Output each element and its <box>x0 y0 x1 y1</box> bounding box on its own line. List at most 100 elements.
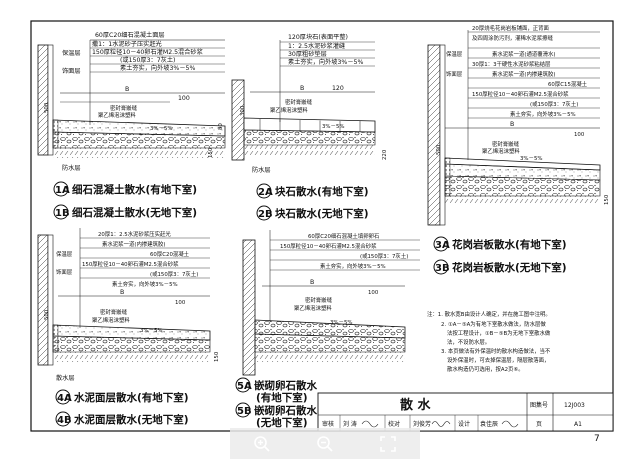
d3-layer-line: (或150厚3：7灰土) <box>530 100 578 108</box>
d2-layer-line: 120厚块石(表面平整) <box>288 33 348 41</box>
d3-layer-line: 60厚C15混凝土 <box>548 80 588 88</box>
note-line: 注：1. 散水宽B由设计人确定，并在施工图中注明。 <box>427 310 551 318</box>
caption-4b: 4B 水泥面层散水(无地下室) <box>55 411 189 427</box>
caption-text: 块石散水(无地下室) <box>275 207 369 220</box>
caption-4a: 4A 水泥面层散水(有地下室) <box>55 389 189 405</box>
d1-dim-500: 500 <box>44 102 50 113</box>
d5-seal-2: 聚乙烯泡沫塑料 <box>294 304 332 312</box>
caption-tag: 5B <box>237 406 252 417</box>
d4-dim-150: 150 <box>214 351 220 362</box>
d2-seal-2: 聚乙烯泡沫塑料 <box>270 106 308 114</box>
caption-text: 细石混凝土散水(无地下室) <box>72 206 197 219</box>
caption-5b: 5B 嵌砌卵石散水 (无地下室) <box>235 402 317 429</box>
caption-tag: 2B <box>258 209 273 220</box>
d2-dim-120: 120 <box>332 85 344 92</box>
d3-layer-line: 30厚1：3干硬性水泥砂浆粘结层 <box>472 60 551 68</box>
d4-layer-line: 20厚1：2.5水泥砂浆压实赶光 <box>98 230 171 238</box>
d5-layer-line: 150厚粒径10－40卵石灌M2.5混合砂浆 <box>280 242 377 250</box>
caption-tag: 4B <box>57 415 72 426</box>
d3-layer-line: 150厚粒径10－40卵石灌M2.5混合砂浆 <box>472 90 569 98</box>
d4-protect-label: 保温层 <box>56 250 73 258</box>
d3-finish-label: 饰面层 <box>446 70 463 78</box>
caption-1b: 1B 细石混凝土散水(无地下室) <box>53 204 197 220</box>
caption-text-sub: (有地下室) <box>256 391 308 404</box>
d2-layer-line: 30厚粗砂垫层 <box>288 50 327 58</box>
d3-layer-line: 素水泥浆一道(内掺建筑胶) <box>492 70 556 78</box>
d4-layer-line: 150厚粒径10－40卵石灌M2.5混合砂浆 <box>82 260 179 268</box>
d4-layer-line: 60厚C20混凝土 <box>150 250 190 258</box>
caption-text: 块石散水(有地下室) <box>275 185 369 198</box>
d3-dim-100: 100 <box>574 132 585 138</box>
atlas-label: 图集号 <box>530 401 548 409</box>
d2-dim-220: 220 <box>382 149 388 160</box>
check-signature <box>431 421 451 427</box>
caption-5a: 5A 嵌砌卵石散水 (有地下室) <box>235 377 317 404</box>
d1-protect-label: 保温层 <box>62 49 81 57</box>
d1-layer-line: 150厚粒径10－40卵石灌M2.5混合砂浆 <box>92 48 203 56</box>
note-line: 3. 本页做法有外保温时的散水构造做法，当不 <box>441 347 551 355</box>
d3-dim-b: B <box>510 121 514 128</box>
d3-layer-line: 素土夯实，向外坡3%－5% <box>510 110 576 118</box>
d1-dim-150: 150 <box>208 147 214 158</box>
atlas-number: 12J003 <box>564 402 585 409</box>
caption-tag: 5A <box>237 381 252 392</box>
caption-tag: 1B <box>55 208 70 219</box>
d1-seal-2: 聚乙烯泡沫塑料 <box>98 111 136 119</box>
d5-layer-line: 60厚C20细石混凝土填卵卵石 <box>308 232 380 240</box>
d4-base-label: 散水层 <box>56 374 75 382</box>
d1-seal-1: 密封膏嵌缝 <box>110 104 138 112</box>
d2-seal-1: 密封膏嵌缝 <box>285 98 313 106</box>
d4-dim-100: 100 <box>175 300 186 306</box>
caption-text: 花岗岩板散水(无地下室) <box>452 261 567 274</box>
d4-layer-line: (或150厚3：7灰土) <box>150 270 198 278</box>
d3-layer-line: 及四周涂防污剂，灌稀水泥浆擦缝 <box>472 34 553 42</box>
fullscreen-icon <box>380 435 397 452</box>
d3-layer-line: 素水泥浆一道(通道覆滑水) <box>492 50 556 58</box>
zoom-in-icon <box>253 435 270 452</box>
detail-4: 20厚1：2.5水泥砂浆压实赶光 素水泥浆一道(内掺建筑胶) 60厚C20混凝土… <box>37 228 220 382</box>
d1-waterproof-label: 防水层 <box>62 164 81 172</box>
d4-finish-label: 饰面层 <box>56 268 73 276</box>
check-name: 刘俊芳 <box>413 420 431 428</box>
zoom-in-button[interactable] <box>249 431 275 457</box>
notes: 注：1. 散水宽B由设计人确定，并在施工图中注明。 2. ①A－⑤A为有地下室散… <box>427 310 551 373</box>
caption-text: 水泥面层散水(无地下室) <box>73 413 189 426</box>
caption-text: 水泥面层散水(有地下室) <box>73 391 189 404</box>
zoom-out-button[interactable] <box>312 431 338 457</box>
review-label: 审核 <box>322 420 334 428</box>
d5-dim-b: B <box>310 279 314 286</box>
caption-tag: 3A <box>435 240 450 251</box>
d1-dim-b: B <box>125 86 129 93</box>
caption-text: 花岗岩板散水(有地下室) <box>452 238 567 251</box>
viewer-toolbar <box>230 428 420 459</box>
caption-text: 嵌砌卵石散水 <box>254 404 317 417</box>
d2-dim-b: B <box>300 85 304 92</box>
caption-text: 细石混凝土散水(有地下室) <box>72 183 197 196</box>
d1-finish-label: 饰面层 <box>62 67 81 75</box>
caption-tag: 4A <box>57 393 72 404</box>
review-name: 刘 涛 <box>343 420 357 428</box>
d4-layer-line: 素土夯实，向外坡3%－5% <box>112 280 178 288</box>
detail-3: 20厚烧毛花岗岩板铺面，正背面 及四周涂防污剂，灌稀水泥浆擦缝 素水泥浆一道(通… <box>427 24 610 226</box>
caption-text: 嵌砌卵石散水 <box>254 379 317 392</box>
page-number: 7 <box>594 434 600 444</box>
d2-dim-300: 300 <box>240 105 246 116</box>
d2-waterproof-label: 防水层 <box>252 166 271 174</box>
design-signature <box>501 420 519 428</box>
caption-1a: 1A 细石混凝土散水(有地下室) <box>53 181 197 197</box>
title-block: 散 水 图集号 12J003 页 A1 审核 刘 涛 校对 刘俊芳 设计 袁佳辰 <box>317 392 614 432</box>
note-line: 设外保温时，可去掉保温层，隔层散落面， <box>447 356 549 364</box>
check-label: 校对 <box>388 420 400 428</box>
d5-dim-100: 100 <box>368 290 379 296</box>
d4-slope: 3%－5% <box>140 328 163 334</box>
d3-dim-150: 150 <box>604 194 610 205</box>
d4-layer-line: 素水泥浆一道(内掺建筑胶) <box>102 240 166 248</box>
fullscreen-button[interactable] <box>375 431 401 457</box>
d3-layer-line: 20厚烧毛花岗岩板铺面，正背面 <box>472 24 550 32</box>
detail-2: 120厚块石(表面平整) 1：2.5水泥砂浆灌缝 30厚粗砂垫层 素土夯实，向外… <box>231 33 388 174</box>
d3-slope: 3%－5% <box>520 156 543 162</box>
page-code: A1 <box>574 421 582 428</box>
caption-2b: 2B 块石散水(无地下室) <box>256 205 369 221</box>
sheet-border <box>30 20 614 432</box>
